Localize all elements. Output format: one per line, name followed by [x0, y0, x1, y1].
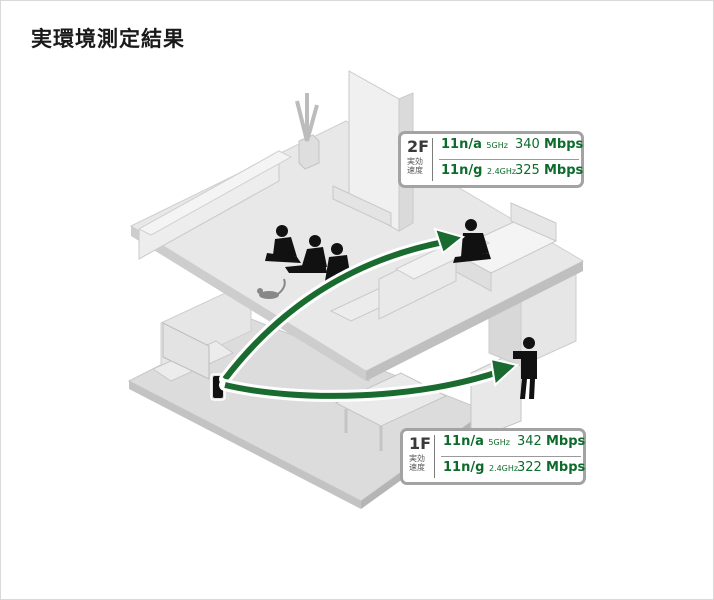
bed-headboard — [510, 202, 557, 242]
plant-leaves — [295, 93, 319, 142]
signal-arrow-1f-stroke — [224, 368, 502, 399]
band-label: 2.4GHz — [488, 464, 519, 473]
speed-row-24ghz: 11n/g 2.4GHz 322 Mbps — [443, 460, 585, 480]
page-title: 実環境測定結果 — [31, 27, 185, 51]
ground-floor-slab-side — [129, 381, 361, 509]
row-separator — [439, 159, 579, 160]
row-separator — [441, 456, 581, 457]
speed-unit: Mbps — [543, 137, 584, 152]
shelf-left-top — [137, 150, 293, 236]
speed-number: 322 — [517, 460, 542, 475]
standard-label: 11n/g — [443, 460, 485, 475]
signal-arrow-2f-head — [433, 227, 466, 255]
tv-board — [332, 185, 392, 227]
speed-panel-2f: 2F 実効速度 11n/a 5GHz 340 Mbps 11n/g 2.4GHz… — [398, 131, 584, 188]
speed-number: 342 — [517, 434, 542, 449]
standard-label: 11n/a — [443, 434, 484, 449]
upper-floor-slab-side — [131, 226, 366, 381]
speed-unit: Mbps — [543, 163, 584, 178]
band-label: 2.4GHz — [486, 167, 517, 176]
cat-silhouette — [257, 278, 286, 299]
person-standing-silhouette — [513, 337, 537, 399]
panel-divider — [434, 435, 435, 478]
speed-row-5ghz: 11n/a 5GHz 342 Mbps — [443, 434, 585, 454]
speed-value: 342 Mbps — [517, 434, 585, 449]
floor-label-1f: 1F — [409, 434, 432, 453]
speed-row-24ghz: 11n/g 2.4GHz 325 Mbps — [441, 163, 583, 183]
speed-row-5ghz: 11n/a 5GHz 340 Mbps — [441, 137, 583, 157]
panel-divider — [432, 138, 433, 181]
standard-label: 11n/a — [441, 137, 482, 152]
speed-number: 325 — [515, 163, 540, 178]
speed-value: 325 Mbps — [515, 163, 583, 178]
tv-screen — [162, 322, 210, 380]
speed-panel-1f: 1F 実効速度 11n/a 5GHz 342 Mbps 11n/g 2.4GHz… — [400, 428, 586, 485]
speed-value: 322 Mbps — [517, 460, 585, 475]
floor-sublabel-1f: 実効速度 — [409, 454, 425, 472]
standard-label: 11n/g — [441, 163, 483, 178]
plant-pot — [298, 134, 320, 170]
upper-floor-slab-front — [366, 261, 583, 381]
speed-unit: Mbps — [545, 460, 586, 475]
speed-number: 340 — [515, 137, 540, 152]
signal-arrow-1f-head — [489, 357, 520, 387]
floor-label-2f: 2F — [407, 137, 430, 156]
signal-arrow-2f-stroke — [222, 238, 450, 381]
person-on-bed-silhouette — [453, 219, 491, 263]
band-label: 5GHz — [488, 438, 510, 447]
family-silhouettes — [265, 225, 351, 281]
band-label: 5GHz — [486, 141, 508, 150]
speed-value: 340 Mbps — [515, 137, 583, 152]
floor-sublabel-2f: 実効速度 — [407, 157, 423, 175]
speed-unit: Mbps — [545, 434, 586, 449]
